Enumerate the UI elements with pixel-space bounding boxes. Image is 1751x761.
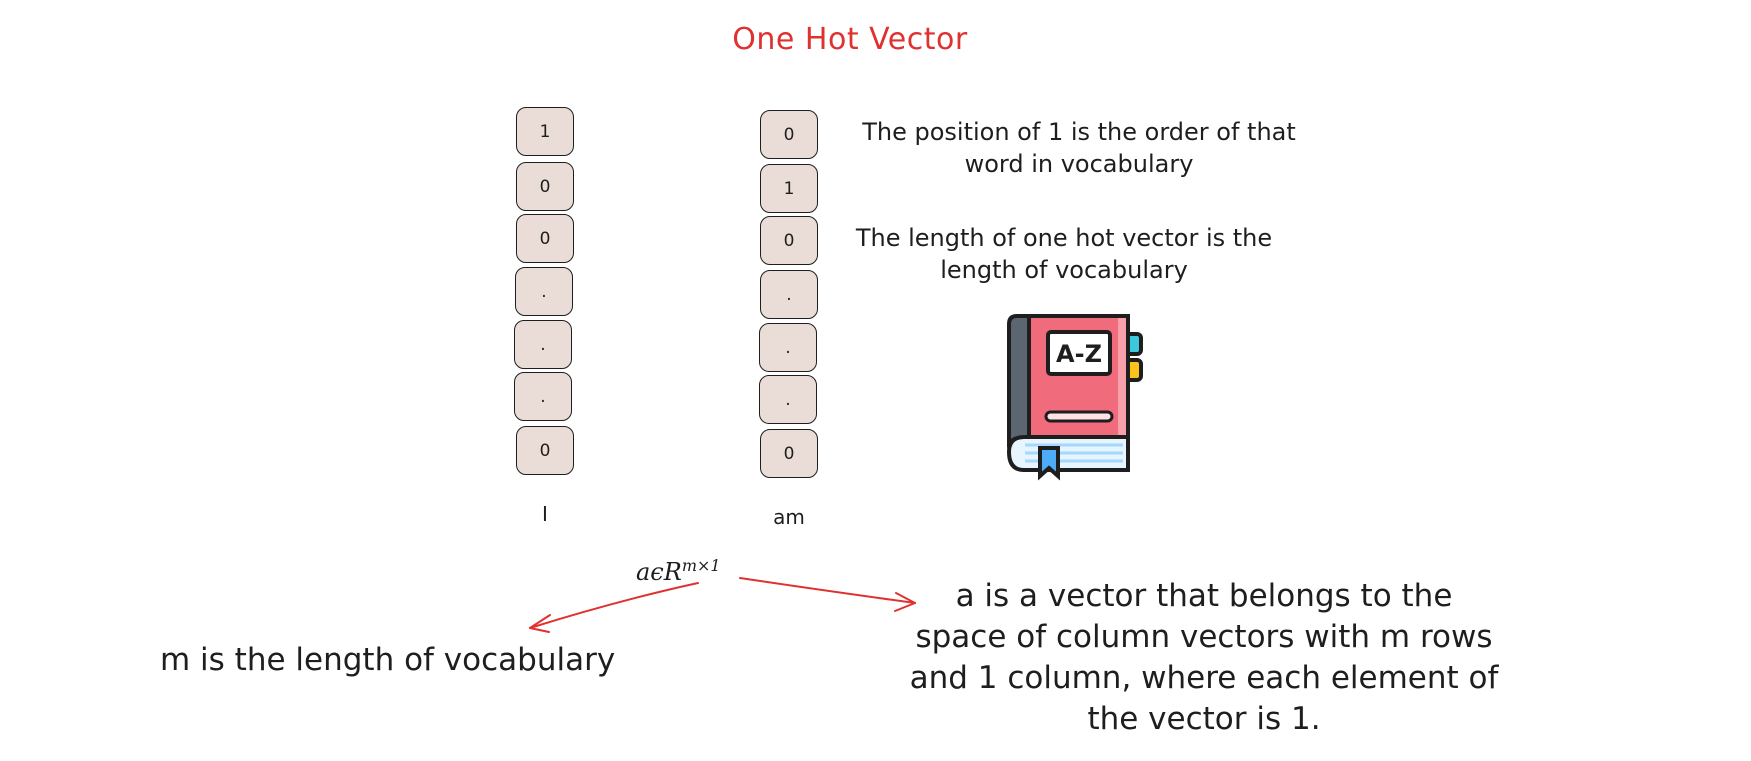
vector-cell: 0	[760, 110, 818, 159]
arrow-to-m-note	[529, 582, 699, 633]
vector-cell: 0	[516, 426, 574, 475]
vector-cell: .	[514, 372, 572, 421]
m-note: m is the length of vocabulary	[160, 642, 616, 678]
vector-label: I	[542, 502, 548, 526]
vector-cell: .	[759, 323, 817, 372]
vector-cell: .	[515, 267, 573, 316]
diagram-title: One Hot Vector	[732, 22, 968, 57]
vector-cell: 0	[516, 162, 574, 211]
vector-cell: .	[759, 375, 817, 424]
vector-cell: 0	[516, 214, 574, 263]
arrow-to-a-note	[739, 577, 916, 612]
dictionary-icon-text: A-Z	[1056, 340, 1102, 368]
vector-cell: 0	[760, 216, 818, 265]
formula-exponent: m×1	[681, 556, 721, 575]
dictionary-book-icon: A-Z	[1005, 312, 1155, 482]
length-note: The length of one hot vector is the leng…	[855, 224, 1273, 284]
formula-base: aϵR	[636, 558, 682, 586]
vector-cell: .	[760, 270, 818, 319]
vector-cell: .	[514, 320, 572, 369]
vector-cell: 0	[760, 429, 818, 478]
vector-label: am	[773, 505, 805, 529]
vector-cell: 1	[760, 164, 818, 213]
vector-space-formula: aϵRm×1	[636, 556, 721, 586]
vector-cell: 1	[516, 107, 574, 156]
position-note: The position of 1 is the order of that w…	[862, 118, 1296, 178]
a-note: a is a vector that belongs to the space …	[909, 578, 1499, 737]
